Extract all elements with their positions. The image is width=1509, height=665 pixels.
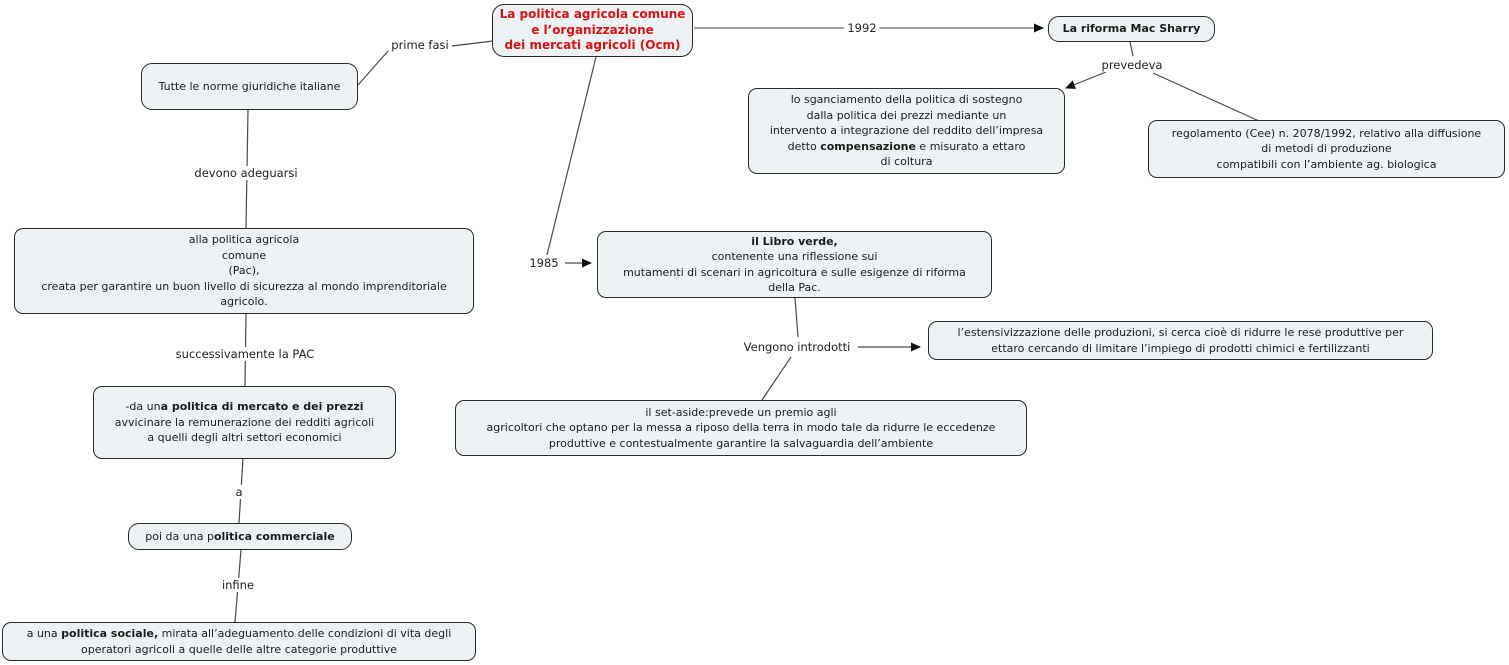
text-segment: -da un	[125, 400, 161, 414]
text-segment-bold: a politica di mercato e dei prezzi	[160, 400, 364, 414]
text-line: di coltura	[880, 155, 933, 169]
node-politica-commerciale[interactable]: poi da una politica commerciale	[128, 523, 352, 550]
edge-title-to-primefasi	[451, 40, 494, 47]
edge-macsharry-to-prevedeva	[1129, 41, 1134, 57]
edge-primefasi-to-norme	[357, 49, 390, 86]
text-line: contenente una riflessione sui	[711, 250, 878, 263]
text-line: ettaro cercando di limitare l’impiego di…	[991, 341, 1370, 355]
text-line: il set-aside:prevede un premio agli	[645, 405, 837, 419]
node-regolamento-cee-2078-1992[interactable]: regolamento (Cee) n. 2078/1992, relativo…	[1148, 120, 1505, 178]
text-segment: detto	[787, 139, 821, 153]
text-line: creata per garantire un buon livello di …	[41, 279, 447, 293]
text-line: operatori agricoli a quelle delle altre …	[81, 642, 397, 656]
text-segment: a una	[26, 627, 62, 640]
link-label-devono-adeguarsi[interactable]: devono adeguarsi	[191, 166, 301, 180]
link-label-successivamente-la-pac[interactable]: successivamente la PAC	[172, 347, 318, 361]
link-label-a[interactable]: a	[232, 485, 246, 499]
node-riforma-mac-sharry[interactable]: La riforma Mac Sharry	[1048, 16, 1215, 42]
text-segment-bold: olitica commerciale	[213, 529, 335, 543]
text-line: e l’organizzazione	[531, 22, 654, 37]
node-title-pac-ocm[interactable]: La politica agricola comune e l’organizz…	[492, 4, 693, 57]
node-politica-mercato-prezzi[interactable]: -da una politica di mercato e dei prezzi…	[93, 386, 396, 459]
node-libro-verde[interactable]: il Libro verde, contenente una riflessio…	[597, 231, 992, 298]
link-label-prevedeva[interactable]: prevedeva	[1098, 58, 1166, 72]
text-line: dalla politica dei prezzi mediante un	[806, 108, 1007, 122]
link-label-vengono-introdotti[interactable]: Vengono introdotti	[740, 340, 854, 354]
edge-libroverde-to-vengono	[794, 297, 799, 338]
node-politica-agricola-comune-pac[interactable]: alla politica agricola comune (Pac), cre…	[14, 228, 474, 314]
link-label-1992[interactable]: 1992	[844, 21, 880, 35]
text-line: a una politica sociale, mirata all’adegu…	[7, 626, 471, 642]
text-line: di metodi di produzione	[1261, 142, 1392, 156]
text-line: La riforma Mac Sharry	[1062, 22, 1201, 36]
text-line: alla politica agricola	[188, 233, 300, 247]
node-sganciamento-compensazione[interactable]: lo sganciamento della politica di sosteg…	[748, 88, 1065, 174]
text-line: regolamento (Cee) n. 2078/1992, relativo…	[1171, 126, 1482, 140]
text-line: avvicinare la remunerazione dei redditi …	[114, 415, 375, 429]
text-line: comune	[221, 248, 267, 262]
text-line: il Libro verde,	[751, 234, 838, 248]
text-line: detto compensazione e misurato a ettaro	[753, 139, 1060, 155]
text-line: Tutte le norme giuridiche italiane	[158, 79, 341, 93]
text-segment-bold: compensazione	[820, 139, 916, 153]
text-line: a quelli degli altri settori economici	[147, 431, 342, 445]
text-line: intervento a integrazione del reddito de…	[769, 124, 1044, 138]
text-line: agricoltori che optano per la messa a ri…	[486, 421, 996, 435]
link-label-1985[interactable]: 1985	[526, 256, 562, 270]
edge-vengono-to-setaside	[761, 356, 792, 401]
node-estensivizzazione[interactable]: l’estensivizzazione delle produzioni, si…	[928, 321, 1433, 360]
text-segment: mirata all’adeguamento delle condizioni …	[158, 627, 452, 640]
link-label-infine[interactable]: infine	[218, 578, 258, 592]
link-label-prime-fasi[interactable]: prime fasi	[388, 38, 452, 52]
text-segment: poi da una p	[145, 529, 214, 543]
edge-prevedeva-to-regolamento	[1152, 72, 1260, 122]
text-line: della Pac.	[768, 281, 821, 294]
text-segment-bold: politica sociale,	[61, 627, 159, 640]
text-line: compatibili con l’ambiente ag. biologica	[1216, 157, 1437, 171]
text-line: mutamenti di scenari in agricoltura e su…	[623, 265, 966, 279]
node-politica-sociale[interactable]: a una politica sociale, mirata all’adegu…	[2, 622, 476, 661]
text-line: La politica agricola comune	[499, 7, 686, 22]
text-line: lo sganciamento della politica di sosteg…	[790, 93, 1023, 107]
text-line: l’estensivizzazione delle produzioni, si…	[957, 326, 1404, 339]
edge-prevedeva-to-sganciamento	[1065, 71, 1107, 89]
edge-title-to-1985	[546, 56, 597, 256]
text-line: (Pac),	[228, 264, 260, 278]
node-set-aside[interactable]: il set-aside:prevede un premio agli agri…	[455, 400, 1027, 456]
node-norme-giuridiche-italiane[interactable]: Tutte le norme giuridiche italiane	[141, 63, 358, 110]
text-line: poi da una politica commerciale	[133, 529, 347, 545]
text-segment: e misurato a ettaro	[915, 139, 1026, 153]
text-line: -da una politica di mercato e dei prezzi	[98, 399, 391, 415]
text-line: dei mercati agricoli (Ocm)	[504, 38, 681, 53]
text-line: produttive e contestualmente garantire l…	[548, 436, 934, 450]
text-line: agricolo.	[220, 295, 268, 309]
